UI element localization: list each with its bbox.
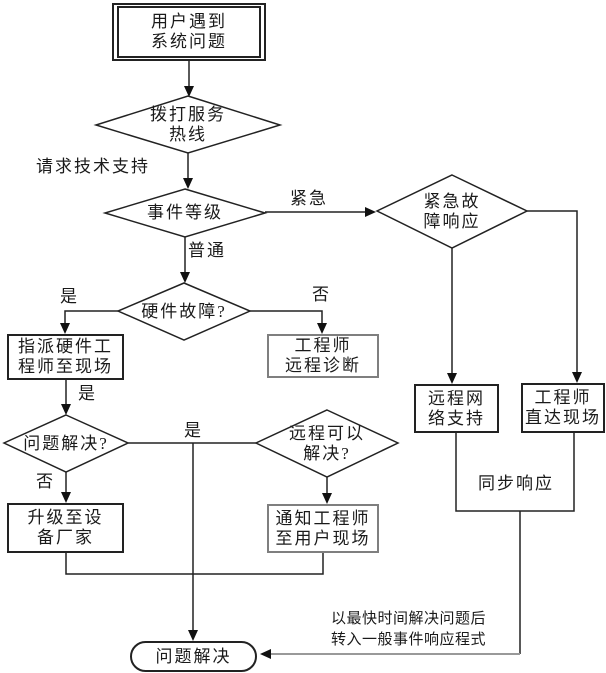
edge-label-sync-response: 同步响应: [478, 474, 554, 493]
node-escalate-to-vendor-label: 升级至设 备厂家: [27, 508, 104, 547]
connector-hardware-yes: [64, 310, 118, 325]
arrowhead-hardware: [180, 272, 190, 283]
node-remote-network-support-label: 远程网 络支持: [428, 388, 485, 428]
arrowhead-engineer-site: [572, 372, 582, 383]
node-dispatch-hw-engineer-label: 指派硬件工 程师至现场: [18, 337, 113, 376]
arrowhead-remote-diag: [317, 323, 327, 334]
node-escalate-to-vendor: 升级至设 备厂家: [7, 503, 124, 553]
arrowhead-level: [183, 178, 193, 189]
node-incident-level-label: 事件等级: [147, 203, 223, 222]
node-end-label: 问题解决: [155, 646, 232, 666]
node-dispatch-hw-engineer: 指派硬件工 程师至现场: [7, 334, 124, 380]
connector-sync-bracket: [455, 433, 575, 512]
node-urgent-fault-response-label: 紧急故 障响应: [423, 191, 481, 231]
arrowhead-notify: [322, 493, 332, 504]
edge-label-solved-yes: 是: [184, 421, 203, 440]
edge-label-hw-no: 否: [312, 285, 331, 304]
node-incident-level: 事件等级: [105, 189, 265, 237]
edge-label-urgent: 紧急: [290, 189, 328, 208]
diamond-call-hotline: [93, 95, 283, 154]
edge-label-request-support: 请求技术支持: [36, 157, 150, 176]
node-call-hotline-label: 拨打服务 热线: [150, 104, 226, 144]
node-hardware-fault-check-label: 硬件故障?: [141, 301, 227, 321]
edge-label-solved-no: 否: [36, 472, 55, 491]
edge-label-hw-yes: 是: [60, 287, 79, 306]
diamond-problem-solved-check: [2, 414, 130, 473]
arrowhead-end-top: [188, 630, 198, 641]
node-hardware-fault-check: 硬件故障?: [118, 283, 250, 340]
node-start-inner-border: 用户遇到 系统问题: [117, 6, 261, 58]
node-remote-diagnosis-label: 工程师 远程诊断: [285, 336, 361, 375]
node-end: 问题解决: [130, 641, 257, 672]
node-remote-diagnosis: 工程师 远程诊断: [267, 334, 379, 378]
node-urgent-fault-response: 紧急故 障响应: [377, 175, 527, 248]
arrowhead-start: [184, 86, 194, 97]
annotation-fastest-note: 以最快时间解决问题后 转入一般事件响应程式: [330, 611, 486, 648]
node-problem-solved-check: 问题解决?: [4, 415, 128, 472]
arrowhead-solvedcheck: [61, 404, 71, 415]
arrowhead-end-right: [260, 649, 271, 659]
diamond-remote-solvable-check: [254, 409, 400, 478]
edge-label-normal: 普通: [188, 241, 226, 260]
diamond-incident-level: [102, 188, 268, 238]
connector-hardware-no: [250, 310, 323, 325]
node-remote-network-support: 远程网 络支持: [414, 384, 499, 433]
node-engineer-direct-to-site: 工程师 直达现场: [521, 383, 605, 433]
arrowhead-escalate: [61, 492, 71, 503]
edge-label-after-dispatch-yes: 是: [78, 384, 97, 403]
node-remote-solvable-check-label: 远程可以 解决?: [289, 423, 365, 463]
node-start-label: 用户遇到 系统问题: [151, 12, 227, 51]
diamond-urgent-fault-response: [375, 174, 529, 249]
node-start: 用户遇到 系统问题: [112, 3, 266, 61]
connector-urgent-to-engineer: [527, 210, 578, 374]
node-notify-engineer-to-site: 通知工程师 至用户现场: [267, 504, 379, 553]
node-remote-solvable-check: 远程可以 解决?: [256, 410, 398, 477]
arrowhead-dispatch: [60, 323, 70, 334]
diamond-hardware-fault-check: [116, 282, 252, 341]
node-problem-solved-check-label: 问题解决?: [23, 433, 109, 453]
connector-merge-bottom: [65, 553, 324, 575]
node-engineer-direct-to-site-label: 工程师 直达现场: [525, 388, 601, 427]
arrowhead-urgent: [365, 207, 376, 217]
node-call-hotline: 拨打服务 热线: [96, 96, 280, 153]
arrowhead-network: [447, 373, 457, 384]
node-notify-engineer-to-site-label: 通知工程师 至用户现场: [275, 508, 371, 548]
